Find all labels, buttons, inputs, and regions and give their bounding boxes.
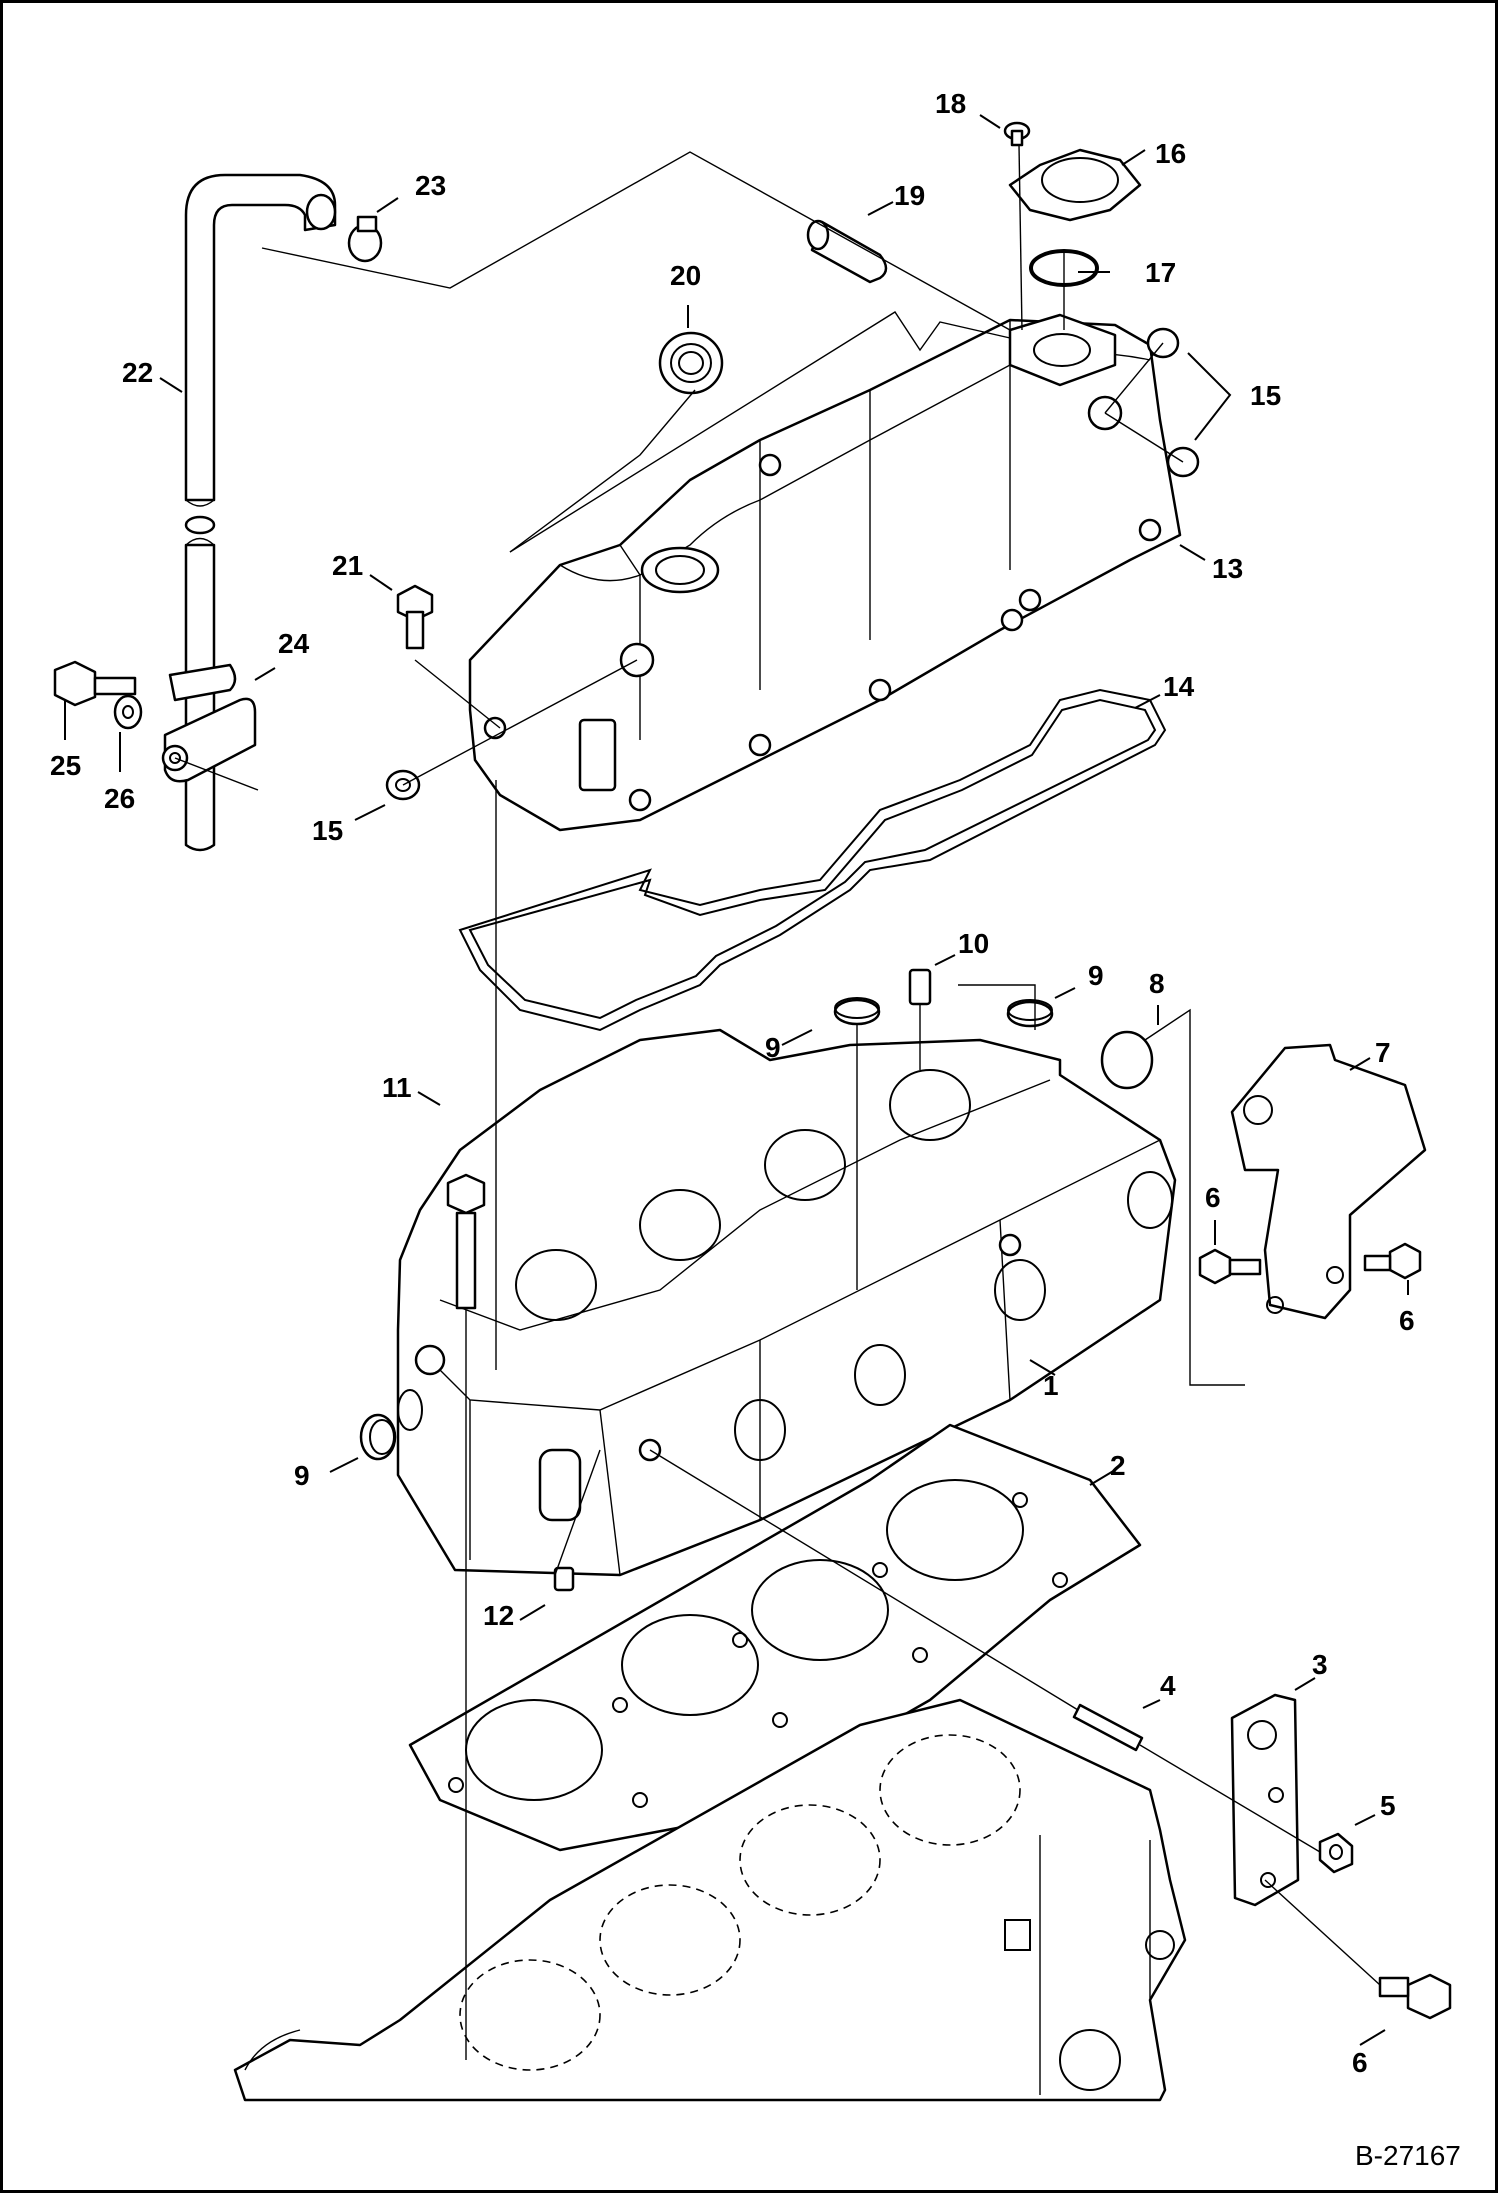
callout-24: 24 <box>278 628 310 659</box>
expansion-plug <box>1100 1030 1154 1090</box>
cap-screw <box>1003 121 1031 147</box>
valve-cover-gasket <box>458 688 1167 1032</box>
callout-6-lower: 6 <box>1352 2047 1368 2078</box>
callout-leaders <box>64 114 1409 2046</box>
callout-15-left: 15 <box>312 815 343 846</box>
callout-20: 20 <box>670 260 701 291</box>
callout-11: 11 <box>382 1072 412 1103</box>
plate-bolt <box>1378 1973 1452 2020</box>
stud <box>1072 1703 1144 1752</box>
callout-15-right: 15 <box>1250 380 1281 411</box>
oil-seal <box>658 331 724 395</box>
cover-bolt <box>396 584 434 650</box>
cup-plug-side <box>359 1413 397 1461</box>
bracket-washer <box>113 694 143 730</box>
cup-plug-upper-right <box>1006 999 1054 1028</box>
callout-12: 12 <box>483 1600 514 1631</box>
callout-9-side: 9 <box>294 1460 310 1491</box>
callout-19: 19 <box>894 180 925 211</box>
lifting-bracket <box>1230 1043 1427 1320</box>
threaded-plug-bottom <box>553 1566 575 1592</box>
callout-25: 25 <box>50 750 81 781</box>
callout-9-upper-left: 9 <box>765 1032 781 1063</box>
bracket-bolt <box>53 660 137 707</box>
callout-7: 7 <box>1375 1037 1391 1068</box>
assembly-lines <box>261 144 1381 2060</box>
callout-labels: 1 2 3 4 5 6 6 6 7 8 9 9 9 10 11 12 13 14… <box>50 88 1415 2078</box>
head-gasket <box>408 1423 1142 1852</box>
callout-2: 2 <box>1110 1450 1126 1481</box>
callout-1: 1 <box>1043 1370 1059 1401</box>
callout-13: 13 <box>1212 553 1243 584</box>
callout-21: 21 <box>332 550 363 581</box>
callout-16: 16 <box>1155 138 1186 169</box>
callout-3: 3 <box>1312 1649 1328 1680</box>
nut <box>1318 1832 1354 1874</box>
callout-22: 22 <box>122 357 153 388</box>
callout-5: 5 <box>1380 1790 1396 1821</box>
callout-10: 10 <box>958 928 989 959</box>
bracket-bolt-left <box>1198 1248 1262 1285</box>
callout-6-left: 6 <box>1205 1182 1221 1213</box>
callout-23: 23 <box>415 170 446 201</box>
callout-8: 8 <box>1149 968 1165 999</box>
callout-6-right: 6 <box>1399 1305 1415 1336</box>
callout-4: 4 <box>1160 1670 1176 1701</box>
cup-plug-upper-left <box>833 997 881 1026</box>
cover-plate <box>1230 1693 1300 1907</box>
cylinder-block <box>233 1698 1187 2102</box>
callout-17: 17 <box>1145 257 1176 288</box>
callout-9-upper-right: 9 <box>1088 960 1104 991</box>
head-bolt <box>446 1173 486 1310</box>
connector-pipe <box>806 219 888 284</box>
callout-18: 18 <box>935 88 966 119</box>
figure-reference-id: B-27167 <box>1355 2140 1461 2171</box>
hose-clamp <box>347 215 383 263</box>
callout-26: 26 <box>104 783 135 814</box>
threaded-plug-top <box>908 968 932 1006</box>
breather-cap <box>1008 148 1142 222</box>
bracket-bolt-right <box>1363 1242 1422 1280</box>
hose-bracket <box>161 663 259 791</box>
cylinder-head <box>396 1028 1177 1577</box>
breather-hose <box>184 173 337 852</box>
callout-14: 14 <box>1163 671 1195 702</box>
valve-cover <box>468 313 1182 832</box>
